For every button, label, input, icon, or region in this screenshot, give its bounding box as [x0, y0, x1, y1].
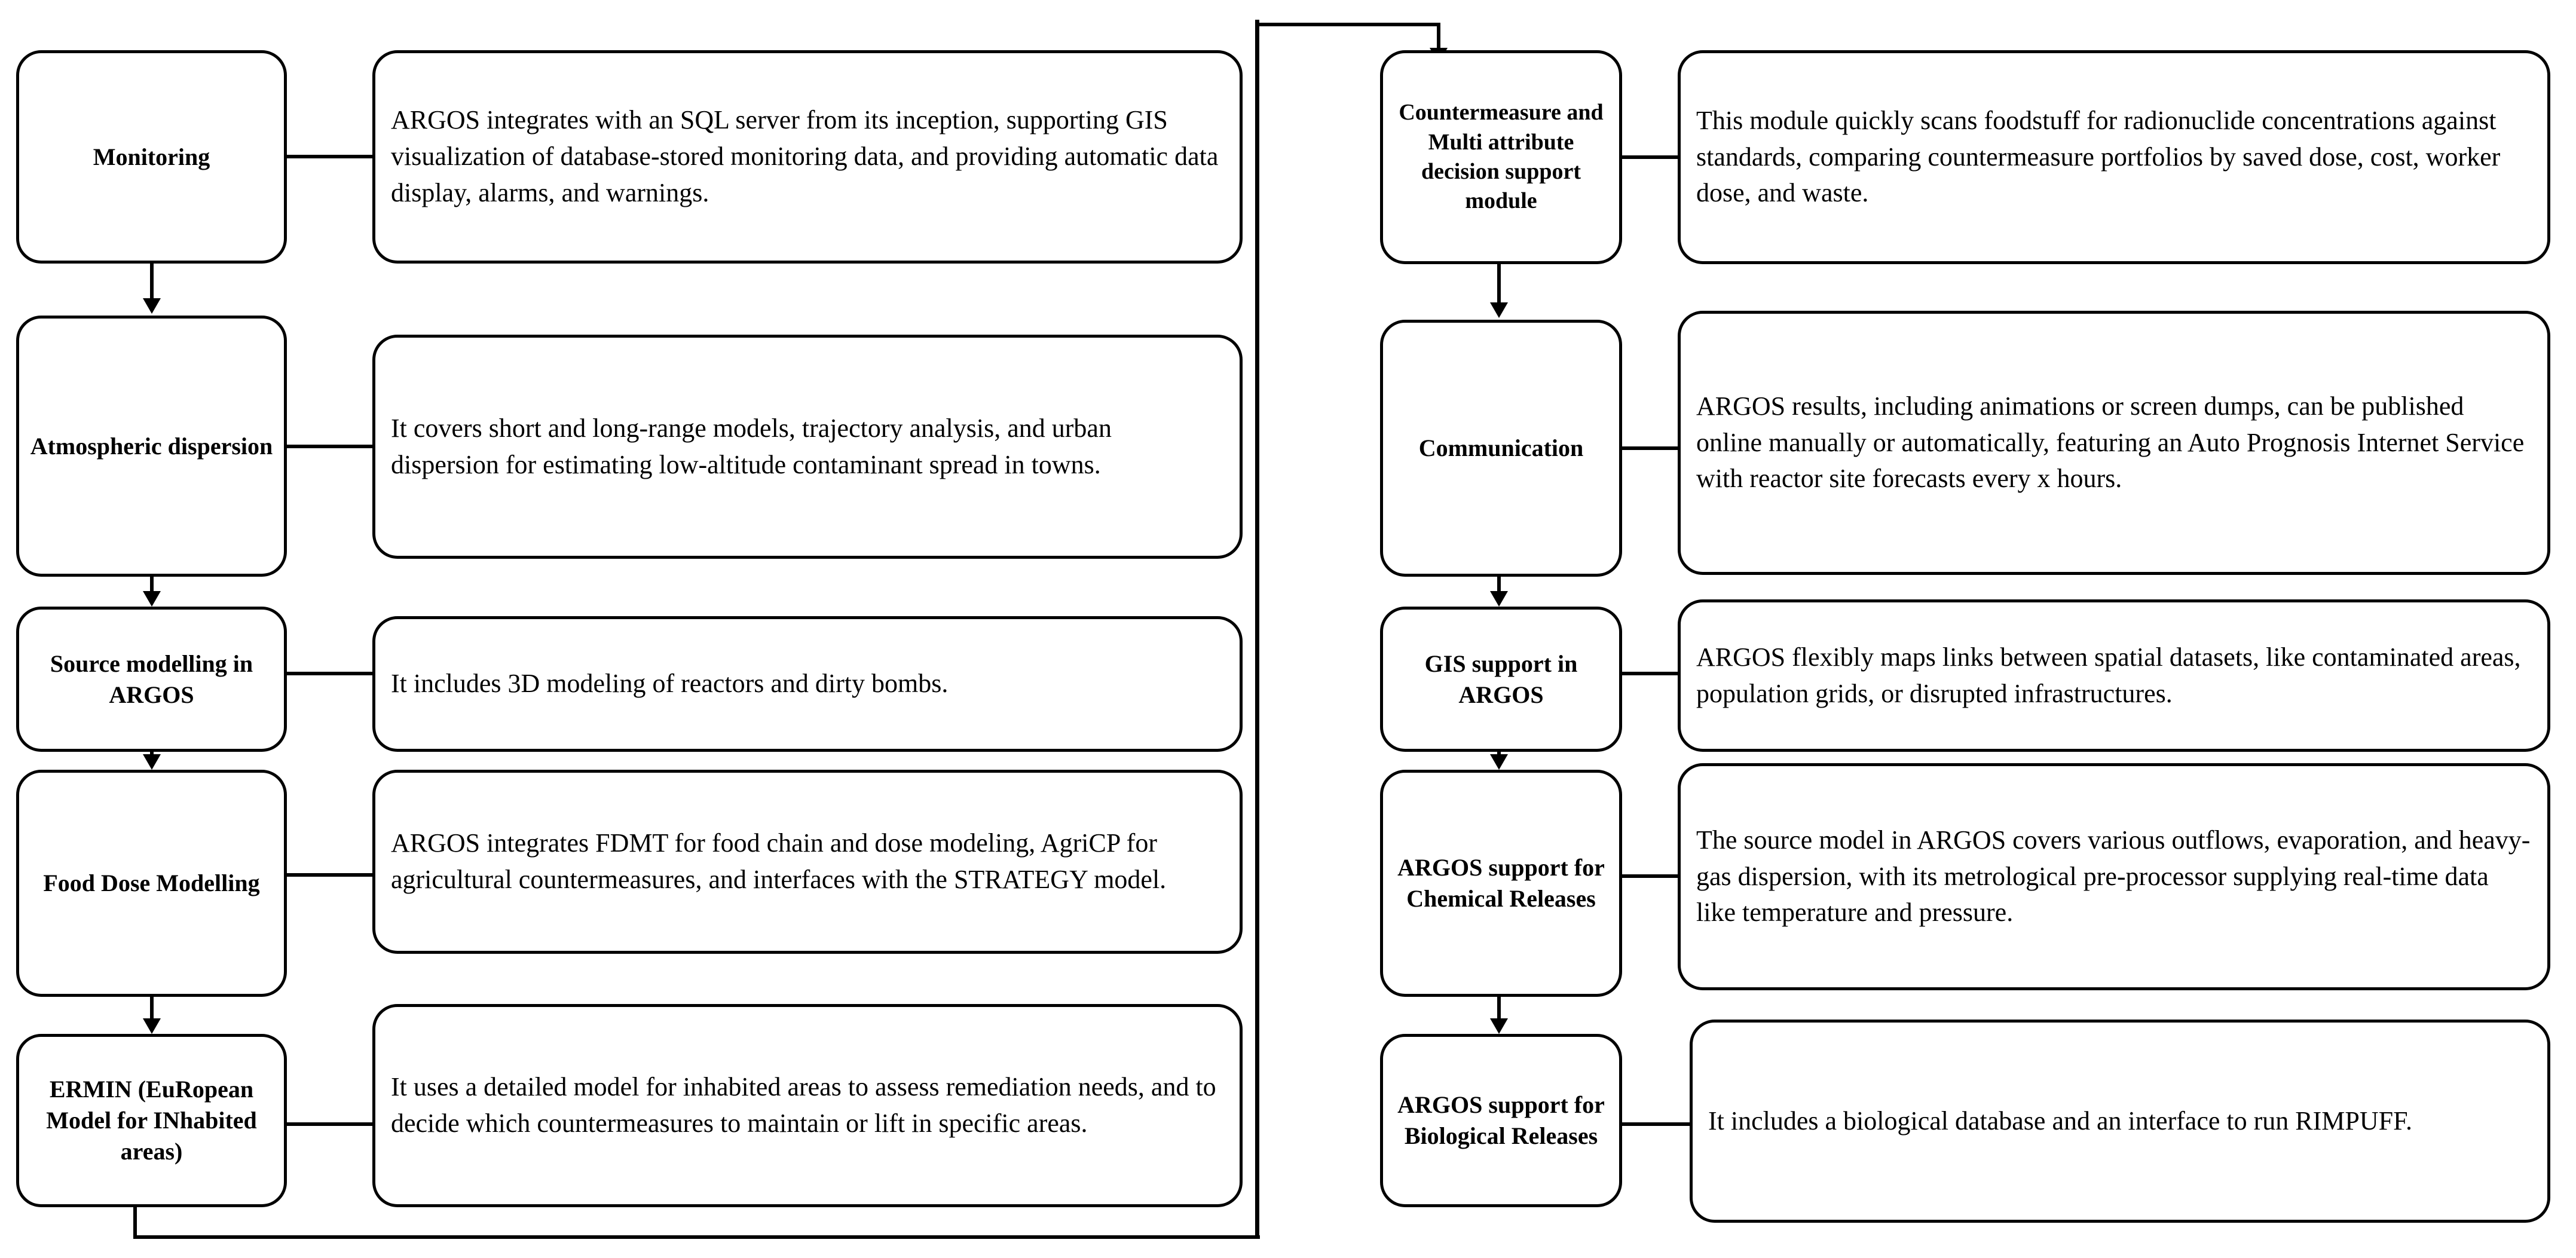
node-ermin[interactable]: ERMIN (EuRopean Model for INhabited area…	[16, 1034, 287, 1207]
desc-argos-chemical-releases[interactable]: The source model in ARGOS covers various…	[1678, 763, 2550, 990]
node-argos-biological-releases[interactable]: ARGOS support for Biological Releases	[1380, 1034, 1622, 1207]
feedback-loop-segment-right	[133, 1235, 1260, 1239]
desc-ermin-text: It uses a detailed model for inhabited a…	[391, 1072, 1216, 1138]
feedback-loop-segment-down	[133, 1205, 137, 1239]
desc-source-modelling[interactable]: It includes 3D modeling of reactors and …	[372, 616, 1243, 752]
connector-chemical-to-biological	[1497, 997, 1501, 1021]
node-source-modelling-label: Source modelling in ARGOS	[50, 650, 253, 708]
desc-food-dose-modelling[interactable]: ARGOS integrates FDMT for food chain and…	[372, 770, 1243, 954]
feedback-loop-segment-top	[1255, 23, 1440, 26]
arrowhead-gis-to-chemical	[1490, 754, 1508, 770]
arrowhead-chemical-to-biological	[1490, 1018, 1508, 1034]
desc-communication-text: ARGOS results, including animations or s…	[1696, 391, 2525, 494]
feedback-loop-segment-into-countermeasure	[1437, 23, 1440, 51]
desc-gis-support-text: ARGOS flexibly maps links between spatia…	[1696, 642, 2521, 708]
arrowhead-atmospheric-to-source	[143, 591, 161, 607]
connector-atmospheric-to-source	[150, 577, 154, 593]
connector-food-dose-to-ermin	[150, 997, 154, 1021]
arrowhead-source-to-food-dose	[143, 754, 161, 770]
connector-chemical-to-desc	[1622, 874, 1679, 878]
node-gis-support[interactable]: GIS support in ARGOS	[1380, 607, 1622, 752]
desc-atmospheric-dispersion[interactable]: It covers short and long-range models, t…	[372, 335, 1243, 559]
arrowhead-food-dose-to-ermin	[143, 1018, 161, 1034]
connector-communication-to-gis	[1497, 577, 1501, 593]
desc-monitoring[interactable]: ARGOS integrates with an SQL server from…	[372, 50, 1243, 264]
desc-atmospheric-dispersion-text: It covers short and long-range models, t…	[391, 413, 1112, 479]
node-source-modelling[interactable]: Source modelling in ARGOS	[16, 607, 287, 752]
node-atmospheric-dispersion[interactable]: Atmospheric dispersion	[16, 316, 287, 577]
desc-ermin[interactable]: It uses a detailed model for inhabited a…	[372, 1004, 1243, 1207]
node-argos-biological-releases-label: ARGOS support for Biological Releases	[1397, 1091, 1605, 1149]
node-communication-label: Communication	[1418, 434, 1584, 461]
node-gis-support-label: GIS support in ARGOS	[1424, 650, 1578, 708]
connector-countermeasure-to-desc	[1622, 155, 1679, 159]
node-ermin-label: ERMIN (EuRopean Model for INhabited area…	[46, 1076, 257, 1165]
node-monitoring-label: Monitoring	[93, 143, 210, 170]
desc-monitoring-text: ARGOS integrates with an SQL server from…	[391, 105, 1219, 207]
connector-source-to-desc	[287, 672, 374, 675]
node-communication[interactable]: Communication	[1380, 320, 1622, 577]
desc-communication[interactable]: ARGOS results, including animations or s…	[1678, 311, 2550, 575]
connector-atmospheric-to-desc	[287, 445, 374, 448]
node-food-dose-modelling-label: Food Dose Modelling	[43, 870, 260, 896]
column-divider-line	[1255, 20, 1259, 1237]
desc-argos-biological-releases[interactable]: It includes a biological database and an…	[1690, 1020, 2550, 1223]
node-food-dose-modelling[interactable]: Food Dose Modelling	[16, 770, 287, 997]
right-column: Countermeasure and Multi attribute decis…	[1258, 0, 2576, 1258]
connector-ermin-to-desc	[287, 1122, 374, 1126]
node-argos-chemical-releases[interactable]: ARGOS support for Chemical Releases	[1380, 770, 1622, 997]
node-monitoring[interactable]: Monitoring	[16, 50, 287, 264]
node-argos-chemical-releases-label: ARGOS support for Chemical Releases	[1397, 854, 1605, 912]
connector-gis-to-desc	[1622, 672, 1679, 675]
connector-countermeasure-to-communication	[1497, 264, 1501, 305]
node-countermeasure-decision-support-label: Countermeasure and Multi attribute decis…	[1399, 100, 1604, 214]
connector-food-dose-to-desc	[287, 873, 374, 877]
desc-source-modelling-text: It includes 3D modeling of reactors and …	[391, 669, 949, 699]
arrowhead-monitoring-to-atmospheric	[143, 298, 161, 314]
desc-food-dose-modelling-text: ARGOS integrates FDMT for food chain and…	[391, 828, 1167, 894]
arrowhead-countermeasure-to-communication	[1490, 302, 1508, 318]
desc-argos-biological-releases-text: It includes a biological database and an…	[1708, 1106, 2413, 1135]
desc-countermeasure-decision-support[interactable]: This module quickly scans foodstuff for …	[1678, 50, 2550, 264]
desc-gis-support[interactable]: ARGOS flexibly maps links between spatia…	[1678, 599, 2550, 752]
node-atmospheric-dispersion-label: Atmospheric dispersion	[30, 432, 273, 460]
desc-argos-chemical-releases-text: The source model in ARGOS covers various…	[1696, 825, 2531, 928]
connector-communication-to-desc	[1622, 446, 1679, 450]
connector-monitoring-to-atmospheric	[150, 264, 154, 301]
left-column: Monitoring ARGOS integrates with an SQL …	[0, 0, 1255, 1258]
connector-biological-to-desc	[1622, 1122, 1691, 1126]
connector-monitoring-to-desc	[287, 155, 374, 158]
arrowhead-communication-to-gis	[1490, 591, 1508, 607]
desc-countermeasure-decision-support-text: This module quickly scans foodstuff for …	[1696, 105, 2501, 208]
node-countermeasure-decision-support[interactable]: Countermeasure and Multi attribute decis…	[1380, 50, 1622, 264]
